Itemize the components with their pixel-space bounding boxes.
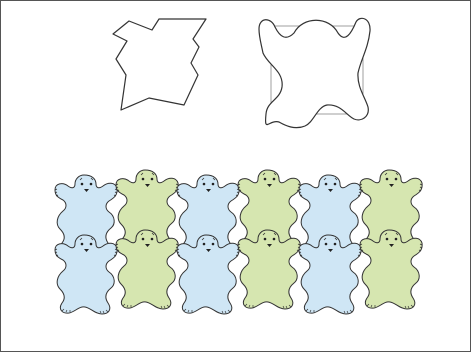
bear-tile-green xyxy=(360,230,422,309)
cut-polygon xyxy=(113,19,206,110)
bear-tile-green xyxy=(116,230,178,309)
bear-outline xyxy=(259,18,370,127)
bear-tile-blue xyxy=(299,235,361,314)
bear-tile-blue xyxy=(177,235,239,314)
bear-tile-blue xyxy=(55,235,117,314)
tessellation xyxy=(55,170,422,314)
bear-tile-green xyxy=(238,230,300,309)
